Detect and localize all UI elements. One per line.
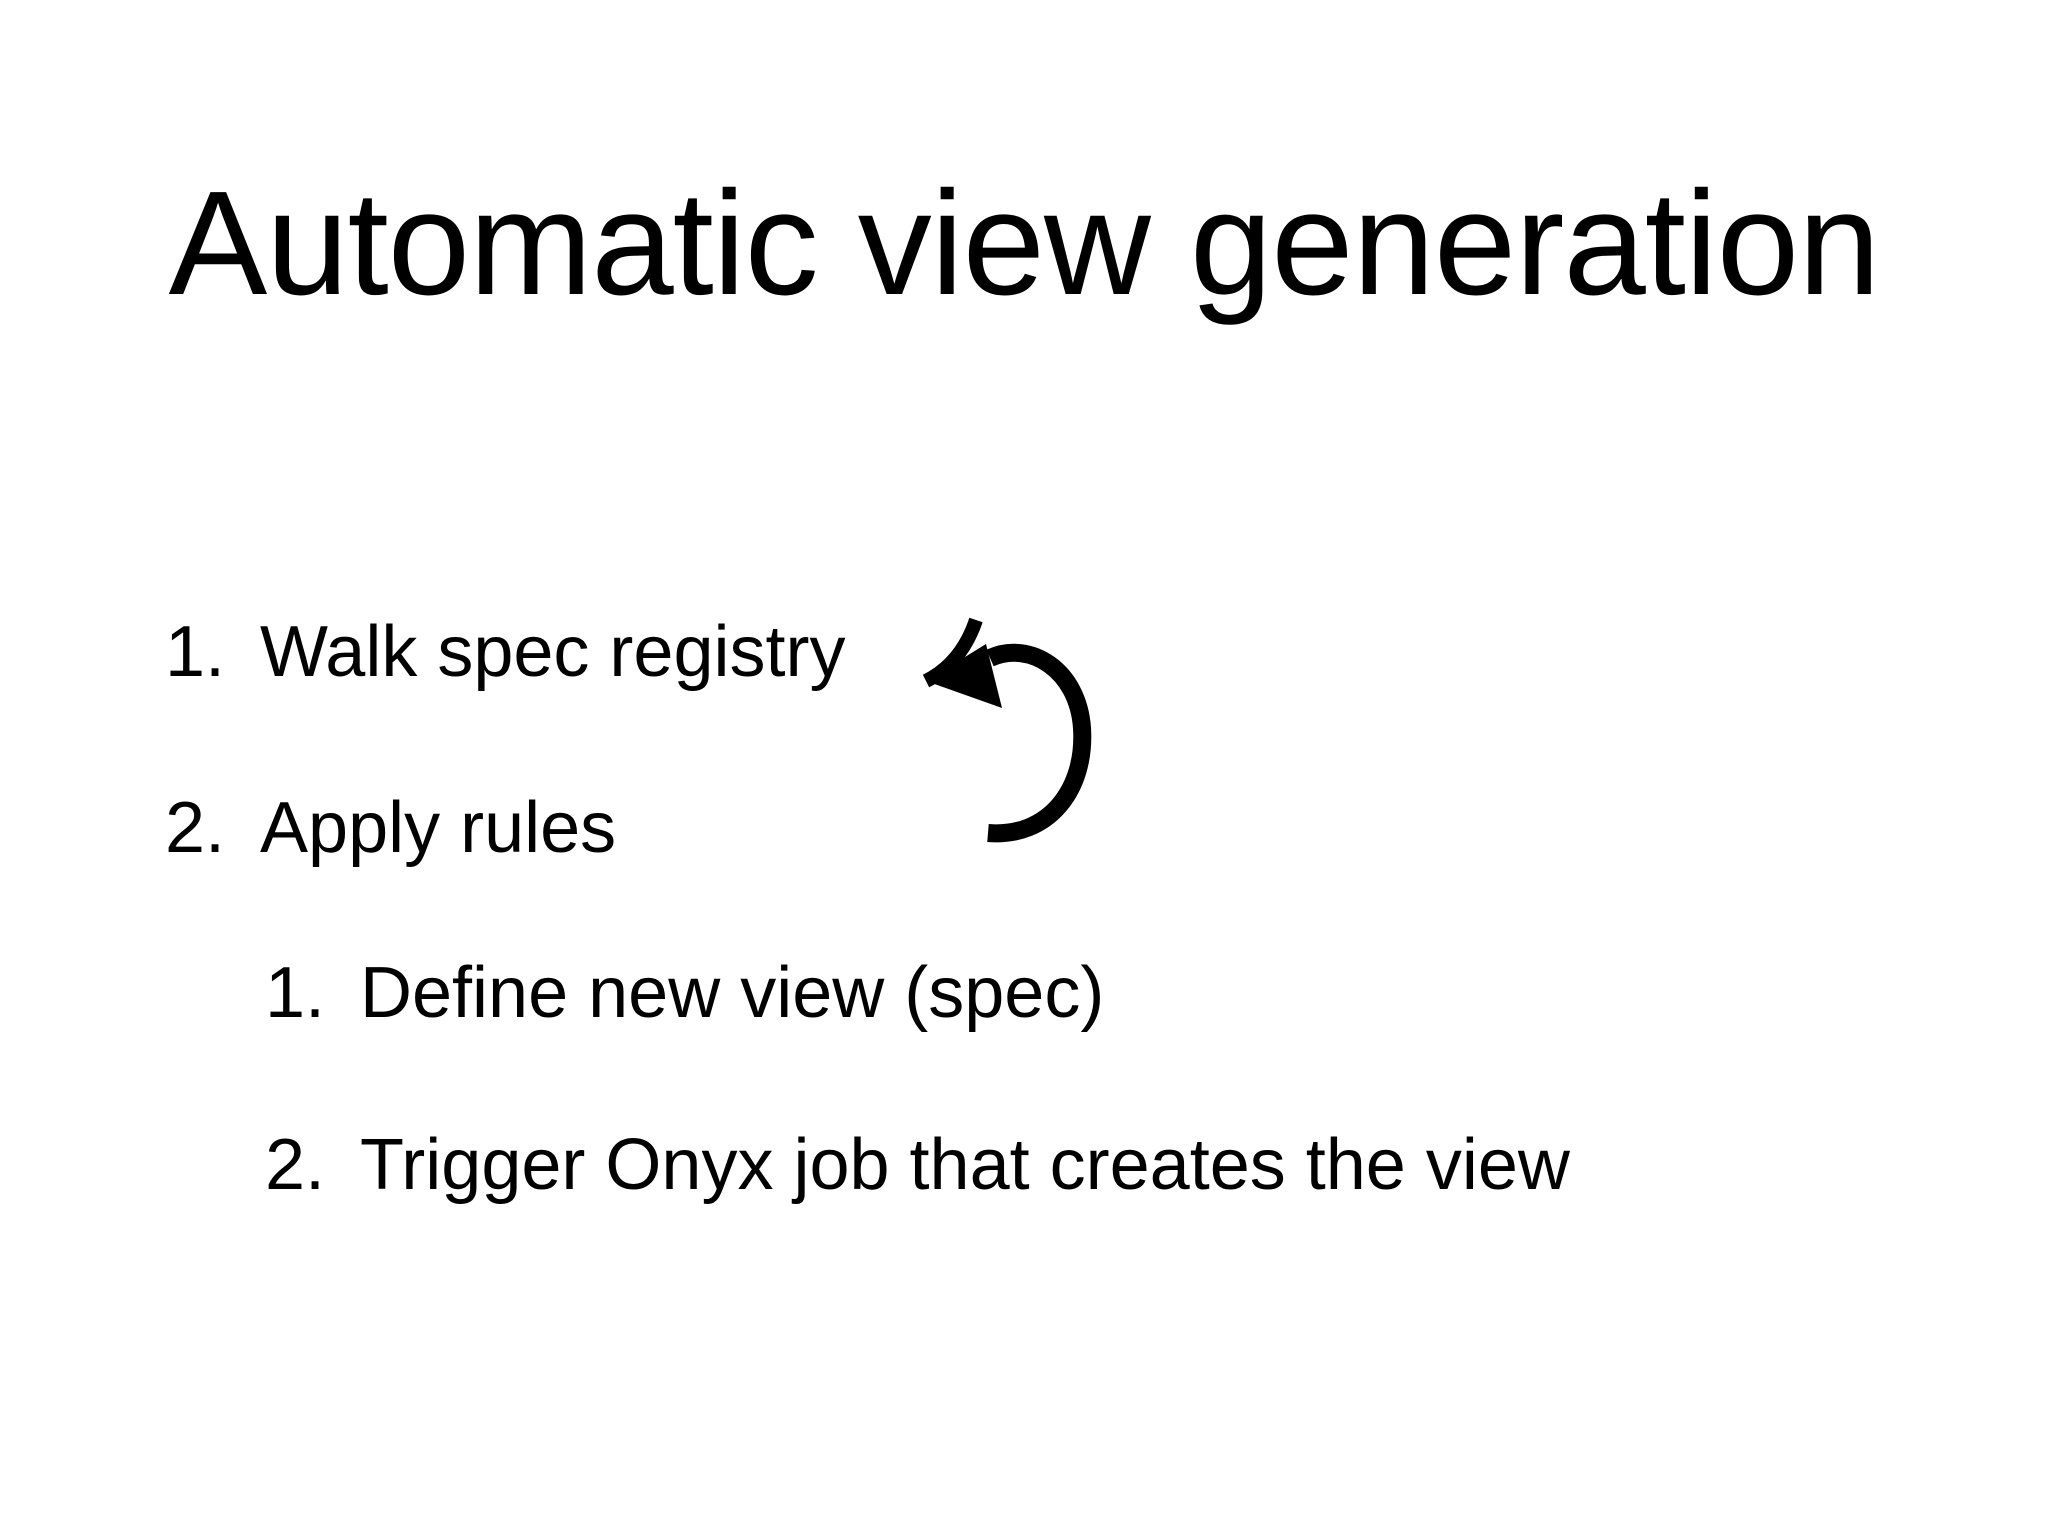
list-item-1-number: 1. (165, 612, 226, 692)
slide-title: Automatic view generation (168, 161, 1881, 326)
sub-list-item-2-label: Trigger Onyx job that creates the view (360, 1125, 1570, 1205)
sub-list-item-1: 1. Define new view (spec) (265, 950, 1104, 1036)
sub-list-item-2-number: 2. (265, 1125, 326, 1205)
sub-list-item-2: 2. Trigger Onyx job that creates the vie… (265, 1122, 1570, 1208)
list-item-1: 1. Walk spec registry (165, 609, 845, 695)
list-item-2: 2. Apply rules (165, 785, 616, 871)
list-item-2-label: Apply rules (260, 788, 617, 868)
sub-list-item-1-label: Define new view (spec) (360, 953, 1105, 1033)
list-item-1-label: Walk spec registry (260, 612, 846, 692)
counterclockwise-loop-arrow-icon (922, 617, 1092, 843)
sub-list-item-1-number: 1. (265, 953, 326, 1033)
list-item-2-number: 2. (165, 788, 226, 868)
